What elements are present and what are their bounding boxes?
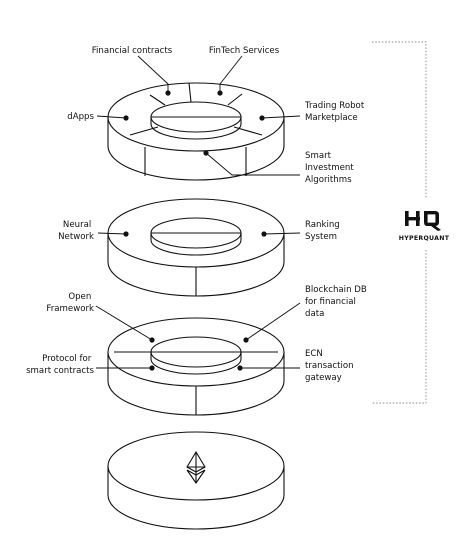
label-open-framework: Open Framework — [46, 292, 94, 314]
label-smart-investment-algorithms: Smart Investment Algorithms — [305, 151, 356, 185]
ethereum-icon — [186, 450, 206, 484]
label-financial-contracts: Financial contracts — [92, 46, 173, 56]
label-dapps: dApps — [67, 112, 94, 122]
label-neural-network: Neural Network — [58, 220, 94, 242]
label-blockchain-db: Blockchain DB for financial data — [305, 285, 370, 319]
labels: Financial contracts FinTech Services dAp… — [26, 46, 370, 383]
label-fintech-services: FinTech Services — [209, 46, 280, 56]
label-protocol-smart-contracts: Protocol for smart contracts — [26, 354, 94, 376]
label-trading-robot-marketplace: Trading Robot Marketplace — [304, 101, 367, 123]
hq-logo-mark — [405, 211, 441, 231]
ring-applications — [107, 82, 285, 181]
base-disc — [107, 431, 285, 530]
hyperquant-logo: HYPERQUANT — [399, 211, 450, 242]
ring-intelligence — [107, 198, 285, 297]
label-ranking-system: Ranking System — [305, 220, 343, 242]
brand-name: HYPERQUANT — [399, 235, 450, 242]
label-ecn-gateway: ECN transaction gateway — [305, 349, 356, 383]
leader-lines — [95, 55, 301, 371]
bracket — [372, 41, 427, 404]
